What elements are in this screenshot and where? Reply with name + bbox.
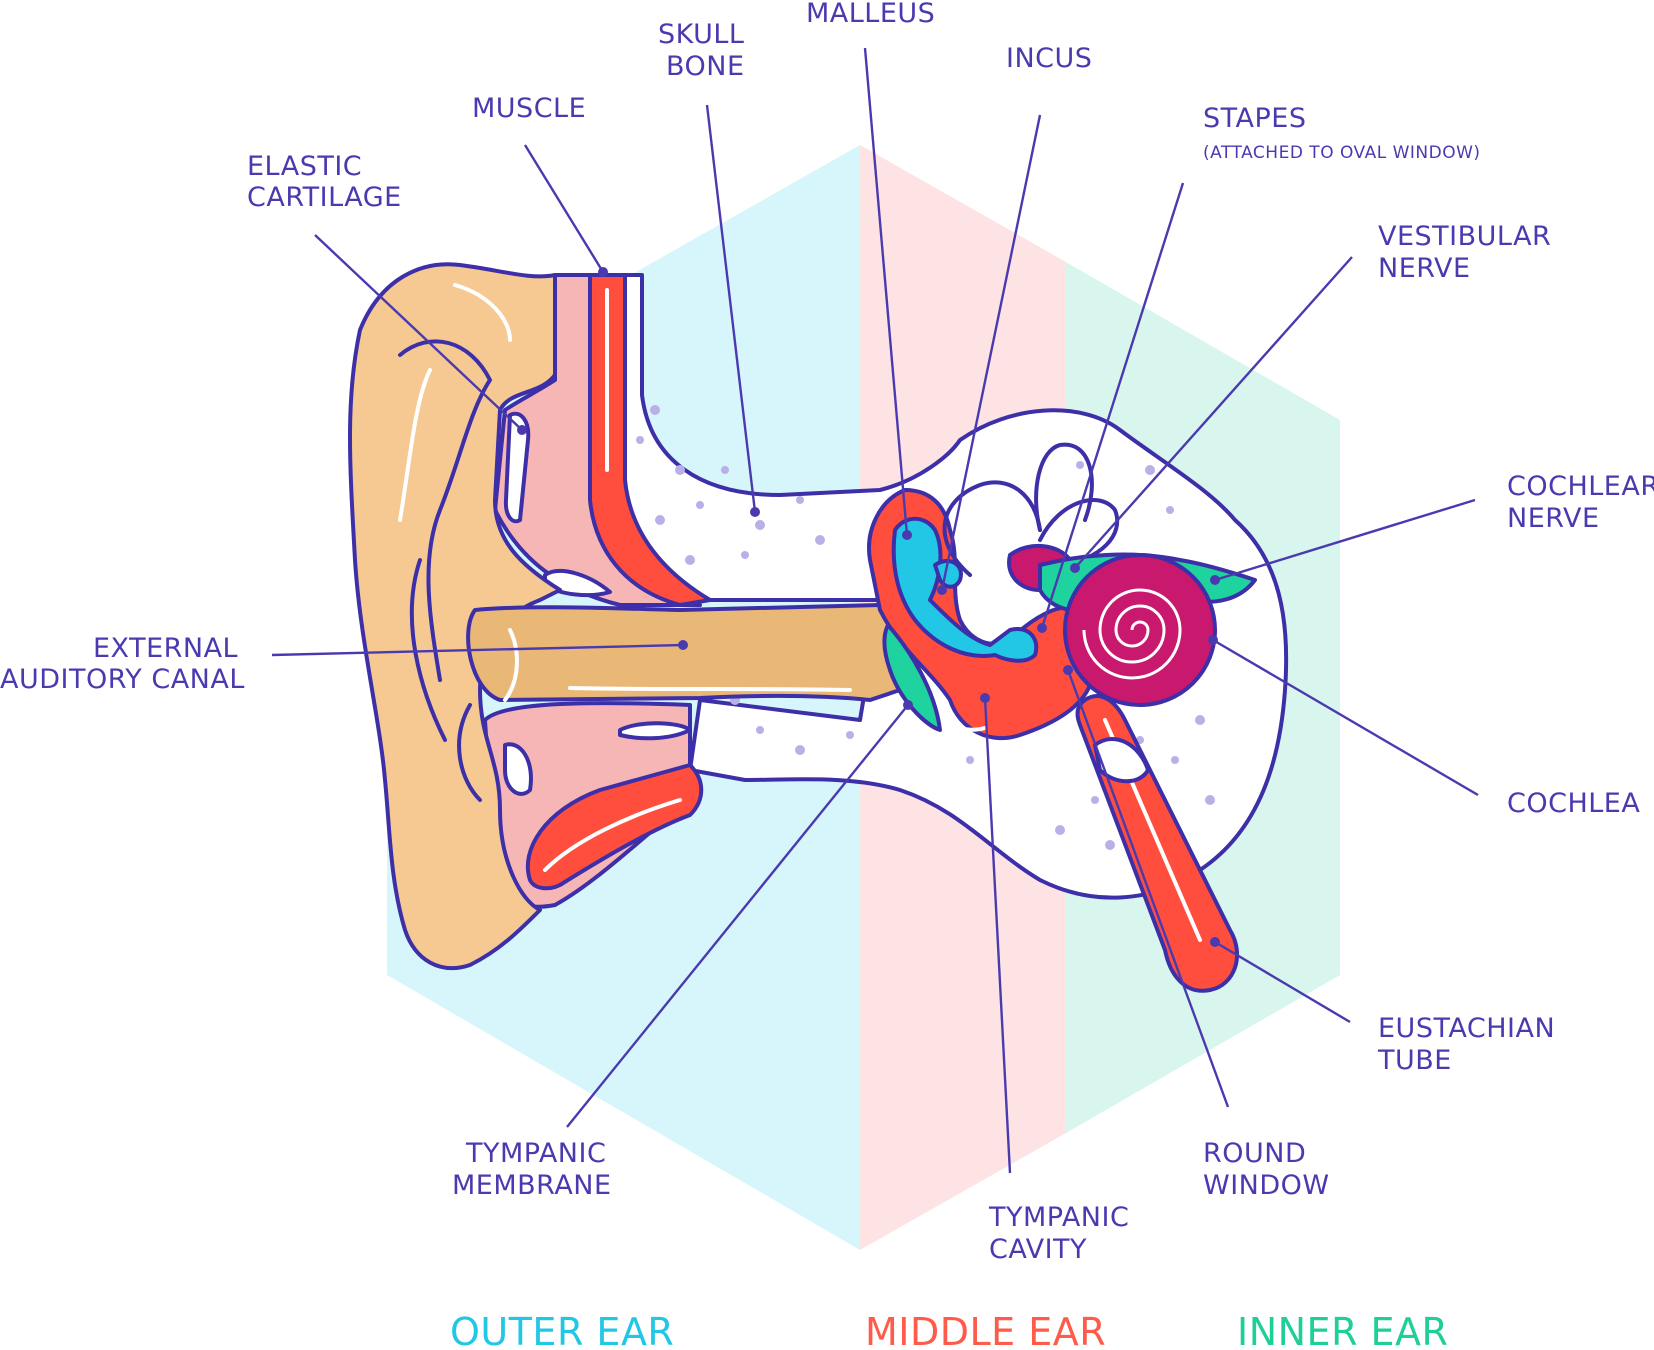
- section-outer-ear: OUTER EAR: [450, 1310, 674, 1350]
- label-skull-bone-line1: SKULL: [658, 19, 744, 50]
- leader-dot-cochlea: [1208, 635, 1218, 645]
- leader-dot-tympanic-cavity: [980, 693, 990, 703]
- label-eustachian-tube-line2: TUBE: [1377, 1045, 1452, 1076]
- label-incus: INCUS: [1006, 43, 1092, 74]
- section-inner-ear: INNER EAR: [1237, 1310, 1448, 1350]
- section-legend: OUTER EAR MIDDLE EAR INNER EAR: [450, 1310, 1448, 1350]
- leader-dot-incus: [937, 585, 947, 595]
- leader-stapes: [1040, 182, 1185, 629]
- leader-dot-external-auditory-canal: [678, 640, 688, 650]
- label-external-auditory-canal-line1: EXTERNAL: [93, 633, 238, 664]
- leader-incus: [940, 114, 1042, 591]
- leader-dot-eustachian-tube: [1210, 937, 1220, 947]
- leader-dot-malleus: [902, 530, 912, 540]
- leader-dot-cochlear-nerve: [1210, 575, 1220, 585]
- label-stapes-note: (ATTACHED TO OVAL WINDOW): [1203, 143, 1481, 163]
- part-labels: MALLEUS SKULL BONE INCUS MUSCLE STAPES (…: [0, 0, 1654, 1265]
- label-eustachian-tube-line1: EUSTACHIAN: [1378, 1013, 1555, 1044]
- label-elastic-cartilage-line1: ELASTIC: [247, 151, 362, 182]
- leader-skull-bone: [705, 104, 757, 513]
- leader-dot-skull-bone: [750, 507, 760, 517]
- tympanic-membrane-shape: [882, 623, 942, 732]
- label-tympanic-membrane-line1: TYMPANIC: [465, 1138, 606, 1169]
- leader-dot-muscle: [598, 267, 608, 277]
- leader-dot-vestibular-nerve: [1070, 563, 1080, 573]
- auricle-shape: [348, 262, 562, 971]
- leader-tympanic-membrane: [566, 704, 909, 1128]
- label-stapes: STAPES: [1203, 103, 1307, 134]
- section-middle-ear: MIDDLE EAR: [865, 1310, 1106, 1350]
- label-vestibular-nerve-line1: VESTIBULAR: [1378, 221, 1551, 252]
- label-elastic-cartilage-line2: CARTILAGE: [247, 182, 402, 213]
- leader-malleus: [863, 47, 909, 536]
- leader-external-auditory-canal: [271, 643, 684, 657]
- label-skull-bone-line2: BONE: [666, 51, 745, 82]
- label-malleus: MALLEUS: [806, 0, 935, 29]
- leader-vestibular-nerve: [1074, 256, 1353, 569]
- label-cochlear-nerve-line2: NERVE: [1507, 503, 1600, 534]
- leader-cochlea: [1212, 638, 1479, 797]
- cochlea-shape: [1063, 553, 1217, 707]
- leader-round-window: [1066, 669, 1230, 1108]
- leader-dot-elastic-cartilage: [517, 425, 527, 435]
- leader-cochlear-nerve: [1214, 498, 1476, 582]
- label-vestibular-nerve-line2: NERVE: [1378, 253, 1471, 284]
- label-round-window-line2: WINDOW: [1203, 1170, 1330, 1201]
- label-muscle: MUSCLE: [472, 93, 586, 124]
- label-cochlear-nerve-line1: COCHLEAR: [1507, 471, 1654, 502]
- label-tympanic-cavity-line1: TYMPANIC: [988, 1202, 1129, 1233]
- leader-eustachian-tube: [1214, 940, 1351, 1024]
- label-external-auditory-canal-line2: AUDITORY CANAL: [0, 664, 245, 695]
- leader-tympanic-cavity: [983, 697, 1012, 1174]
- label-round-window-line1: ROUND: [1203, 1138, 1306, 1169]
- auditory-canal-shape: [466, 603, 906, 702]
- leader-muscle: [523, 144, 605, 273]
- leader-elastic-cartilage: [314, 234, 523, 431]
- label-tympanic-cavity-line2: CAVITY: [989, 1234, 1087, 1265]
- leader-dot-tympanic-membrane: [903, 700, 913, 710]
- leader-dot-stapes: [1037, 623, 1047, 633]
- label-tympanic-membrane-line2: MEMBRANE: [452, 1170, 612, 1201]
- leader-lines: [271, 47, 1479, 1174]
- round-window-shape: [1093, 737, 1150, 784]
- muscle-shape: [525, 273, 712, 891]
- leader-dot-round-window: [1063, 665, 1073, 675]
- label-cochlea: COCHLEA: [1507, 788, 1640, 819]
